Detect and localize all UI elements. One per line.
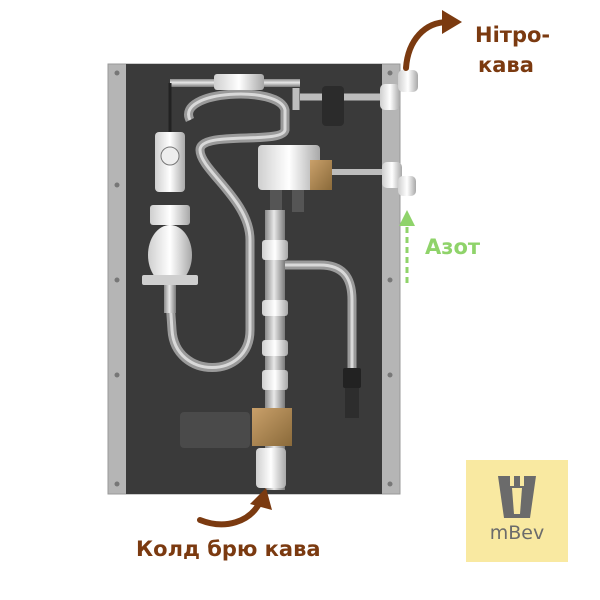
nitrogen-arrow <box>399 210 415 283</box>
nitrogen-label: Азот <box>425 235 481 259</box>
nitrogen-inlet-fitting <box>382 162 402 188</box>
nitro-coffee-label: Нітро- кава <box>475 20 550 80</box>
cold-brew-inlet-fitting <box>256 448 286 488</box>
cold-brew-label: Колд брю кава <box>136 537 321 561</box>
nitro-coffee-arrow <box>403 10 462 71</box>
mbev-logo: mBev <box>466 460 568 562</box>
valve-block <box>258 145 320 190</box>
check-valve <box>252 408 292 446</box>
logo-text: mBev <box>489 522 545 544</box>
filter-block <box>180 412 250 448</box>
diffuser <box>148 225 192 285</box>
nitro-coffee-label-line1: Нітро- <box>475 23 551 47</box>
nitro-outlet-fitting <box>380 84 400 110</box>
nitro-coffee-label-line2: кава <box>478 53 534 77</box>
glass-logo-icon <box>498 476 536 518</box>
cold-brew-arrow <box>197 488 272 528</box>
